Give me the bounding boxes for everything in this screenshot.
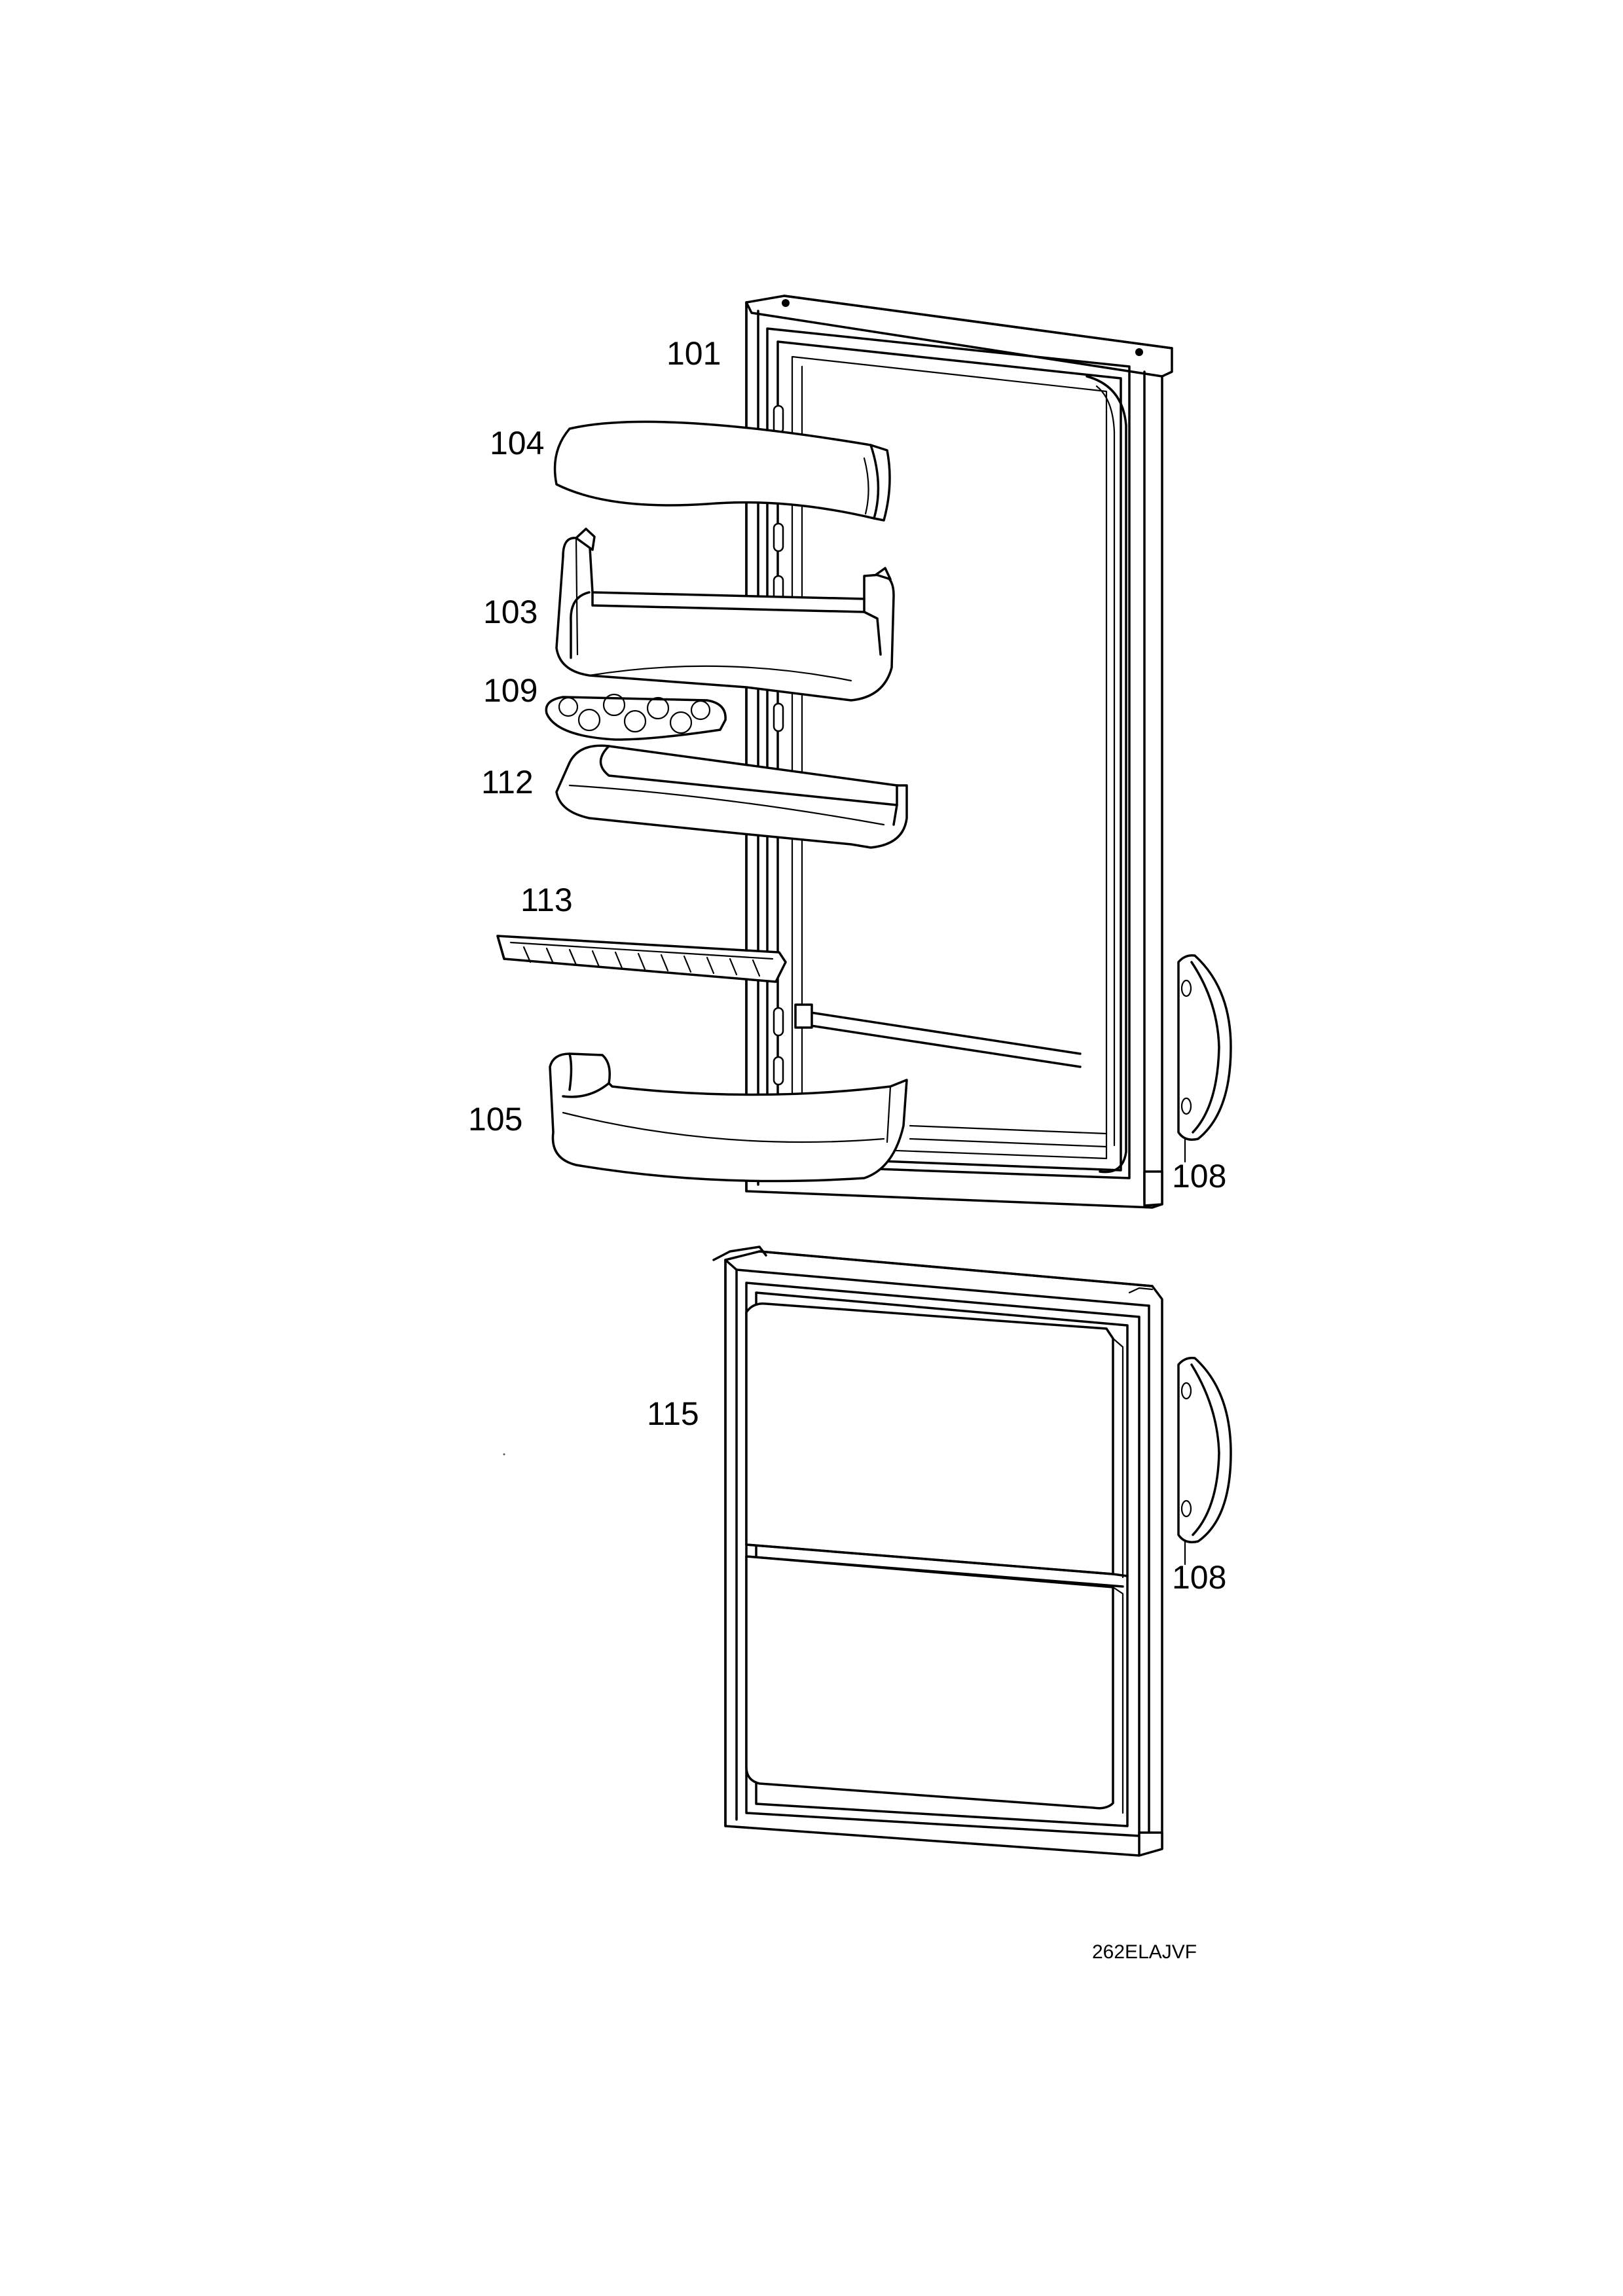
part-label-108-lower: 108 (1172, 1559, 1227, 1596)
door-shelf-103 (555, 528, 895, 702)
part-label-112: 112 (481, 764, 534, 800)
drawing-code: 262ELAJVF (1092, 1941, 1197, 1963)
freezer-door-115 (712, 1246, 1163, 1857)
part-label-113: 113 (520, 882, 573, 918)
part-label-108-upper: 108 (1172, 1158, 1227, 1194)
bottle-shelf-105 (549, 1052, 908, 1183)
part-label-115: 115 (647, 1395, 699, 1432)
part-label-105: 105 (468, 1101, 523, 1138)
part-label-103: 103 (483, 594, 538, 630)
bottle-rack-113 (496, 935, 787, 983)
fridge-door-101 (745, 295, 1173, 1209)
door-handle-lower (1177, 1356, 1232, 1566)
egg-tray-109 (545, 693, 727, 741)
door-shelf-112 (555, 744, 908, 849)
door-handle-upper (1177, 954, 1232, 1163)
part-label-104: 104 (490, 425, 545, 461)
dairy-compartment-lid-104 (553, 420, 891, 522)
part-label-109: 109 (483, 672, 538, 709)
part-label-101: 101 (666, 335, 721, 372)
